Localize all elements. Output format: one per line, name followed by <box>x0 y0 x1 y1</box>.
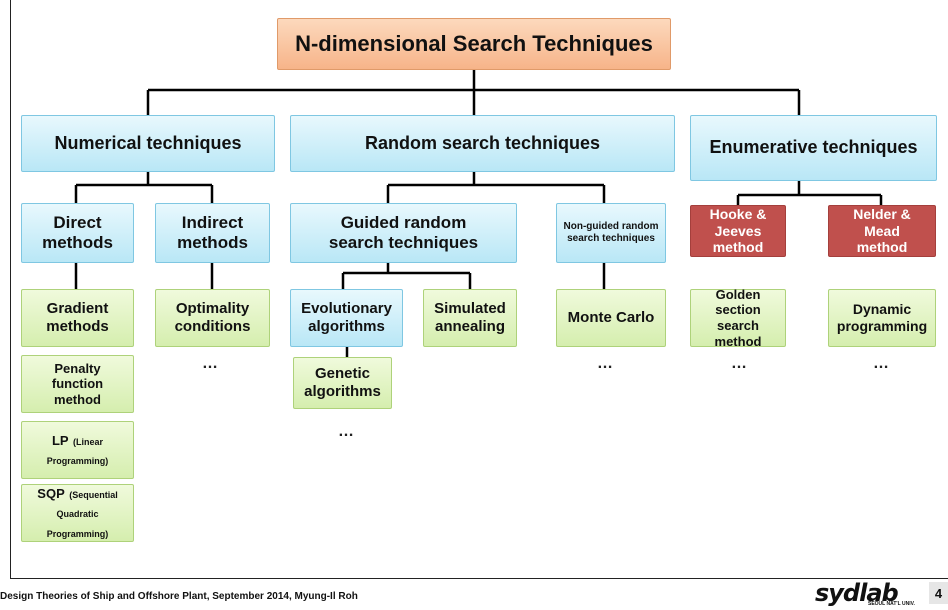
enumerative-techniques-node: Enumerative techniques <box>690 115 937 181</box>
sqp-main: SQP (Sequential Quadratic Programming) <box>37 486 118 539</box>
logo-subtitle: SEOUL NAT'L UNIV. <box>868 601 915 607</box>
sqp-node: SQP (Sequential Quadratic Programming) <box>21 484 134 542</box>
connector-numerical <box>74 172 214 203</box>
ellipsis-golden: … <box>731 355 748 372</box>
sqp-sub: (Sequential Quadratic Programming) <box>46 490 118 539</box>
connector-root <box>146 70 801 115</box>
lp-sub: (Linear Programming) <box>46 436 109 466</box>
guided-random-search-node: Guided random search techniques <box>290 203 517 263</box>
dynamic-programming-node: Dynamic programming <box>828 289 936 347</box>
golden-section-node: Golden section search method <box>690 287 786 349</box>
nelder-mead-node: Nelder & Mead method <box>828 205 936 257</box>
sydlab-logo: sydlab <box>815 579 899 607</box>
penalty-function-node: Penalty function method <box>21 355 134 413</box>
numerical-techniques-node: Numerical techniques <box>21 115 275 172</box>
genetic-algorithms-node: Genetic algorithms <box>293 357 392 409</box>
random-search-techniques-node: Random search techniques <box>290 115 675 172</box>
ellipsis-dynamic: … <box>873 355 890 372</box>
connector-guided <box>341 263 472 289</box>
evolutionary-algorithms-node: Evolutionary algorithms <box>290 289 403 347</box>
page-number: 4 <box>929 582 948 604</box>
optimality-conditions-node: Optimality conditions <box>155 289 270 347</box>
slide-frame-bottom <box>10 578 948 579</box>
hooke-jeeves-node: Hooke & Jeeves method <box>690 205 786 257</box>
gradient-methods-node: Gradient methods <box>21 289 134 347</box>
connector-enumerative <box>736 181 883 205</box>
root-node: N-dimensional Search Techniques <box>277 18 671 70</box>
direct-methods-node: Direct methods <box>21 203 134 263</box>
simulated-annealing-node: Simulated annealing <box>423 289 517 347</box>
footer-citation: Design Theories of Ship and Offshore Pla… <box>0 591 358 602</box>
lp-main: LP (Linear Programming) <box>46 432 109 466</box>
connector-random <box>386 172 606 203</box>
ellipsis-nonguided: … <box>597 355 614 372</box>
nonguided-random-search-node: Non-guided random search techniques <box>556 203 666 263</box>
ellipsis-indirect: … <box>202 355 219 372</box>
slide-frame-left <box>10 0 11 578</box>
indirect-methods-node: Indirect methods <box>155 203 270 263</box>
ellipsis-genetic: … <box>338 423 355 440</box>
monte-carlo-node: Monte Carlo <box>556 289 666 347</box>
lp-node: LP (Linear Programming) <box>21 421 134 479</box>
